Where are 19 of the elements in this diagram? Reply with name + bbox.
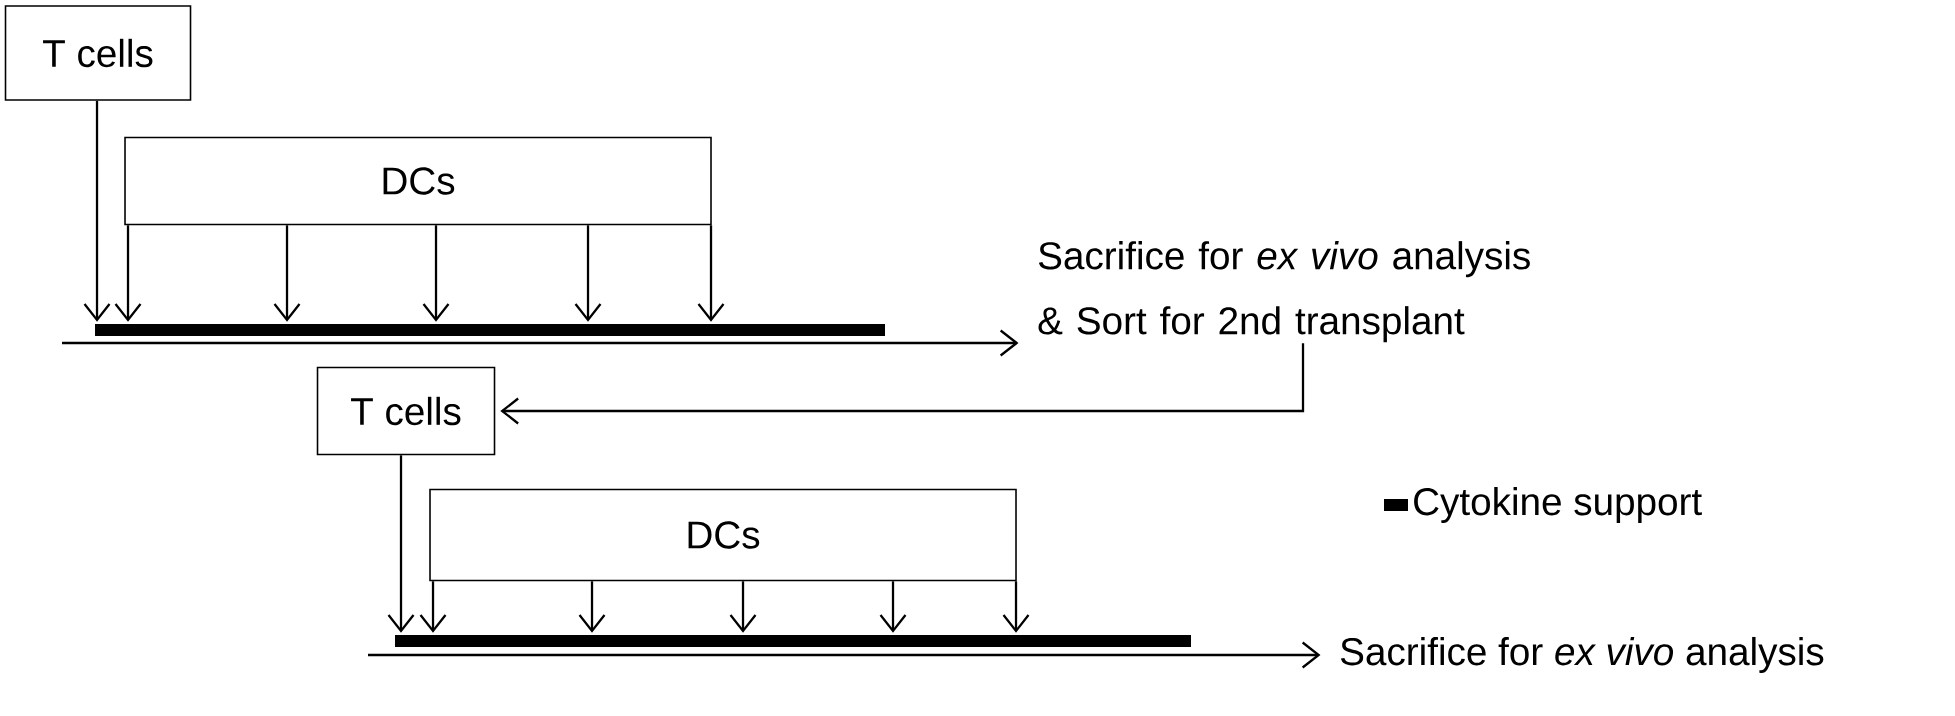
arrow — [273, 225, 301, 322]
label-box: DCs — [124, 136, 712, 226]
arrow — [697, 225, 725, 322]
arrow — [387, 455, 415, 633]
arrow — [422, 225, 450, 322]
arrow — [500, 343, 1305, 425]
cytokine-bar — [95, 324, 885, 336]
outcome-text: Sacrifice for ex vivo analysis — [1340, 636, 1824, 673]
outcome-text: Sacrifice for ex vivo analysis & Sort for 2nd transplant — [1038, 241, 1530, 343]
timeline-arrow — [62, 329, 1019, 357]
legend-text: Cytokine support — [1414, 486, 1702, 523]
label-box: DCs — [429, 488, 1017, 582]
label-box: T cells — [316, 366, 496, 456]
arrow — [114, 225, 142, 322]
timeline-arrow — [368, 641, 1321, 669]
arrow — [574, 225, 602, 322]
arrow — [83, 100, 111, 322]
label-box: T cells — [4, 5, 192, 101]
cytokine-bar — [395, 635, 1191, 647]
